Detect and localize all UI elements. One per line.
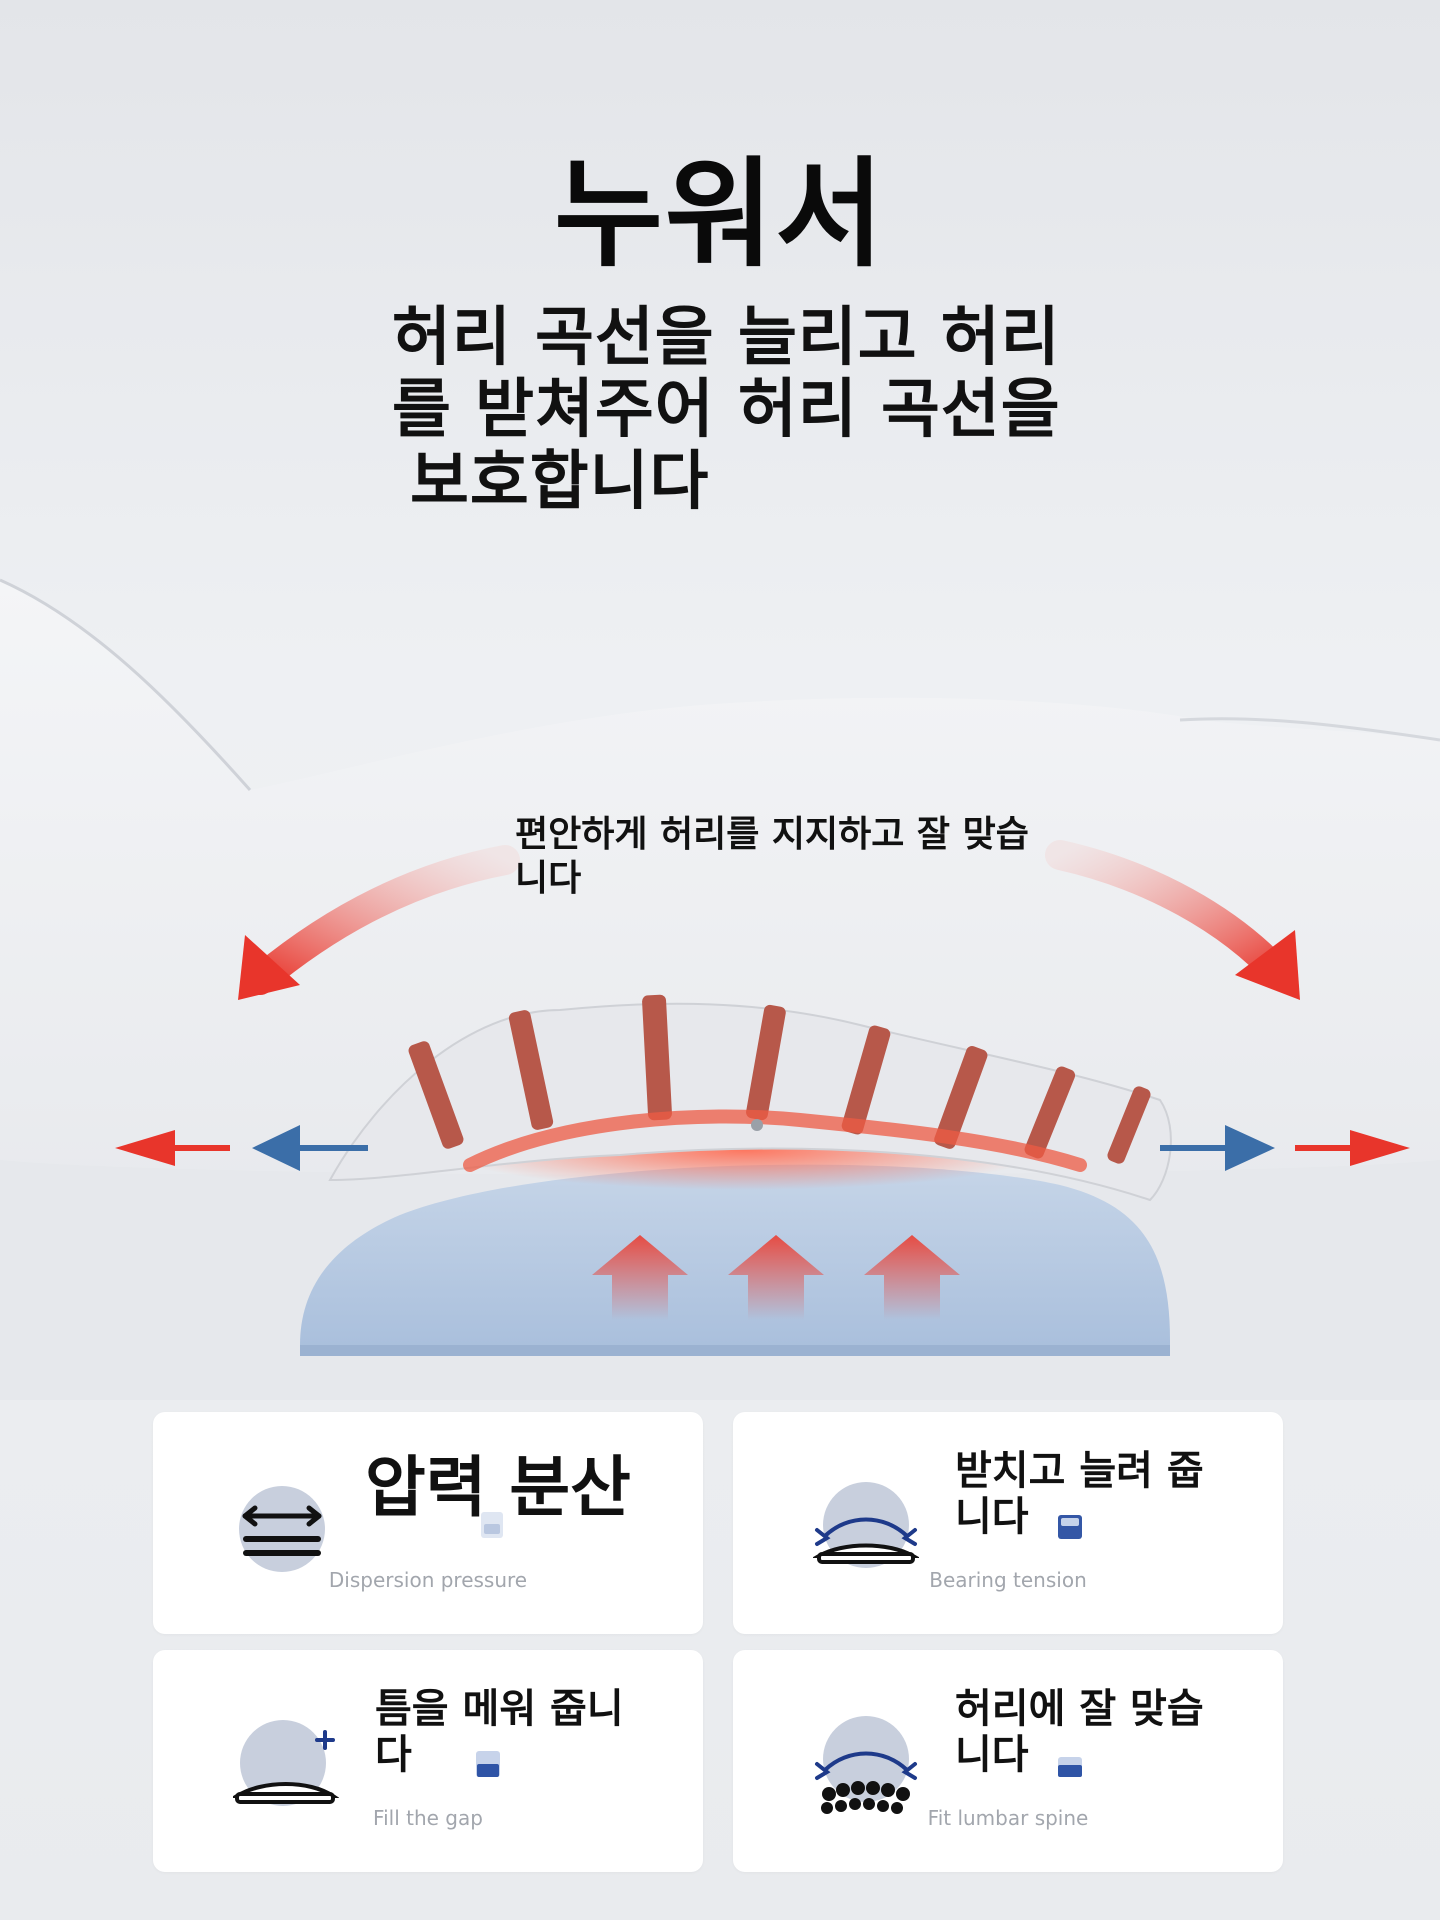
feature-caption: Dispersion pressure	[328, 1568, 528, 1592]
stretch-arrows-right	[1160, 1125, 1410, 1171]
feature-heading-line: 니다	[955, 1494, 1029, 1540]
pillow-thumbnail-icon	[1058, 1757, 1082, 1777]
feature-heading-line: 틈을 메워 줍니	[375, 1686, 624, 1732]
feature-heading-line: 다	[375, 1732, 412, 1778]
subtitle-line: 보호합니다	[410, 445, 710, 519]
pillow-thumbnail-icon	[481, 1512, 503, 1538]
pressure-dispersion-icon	[239, 1486, 325, 1572]
support-caption: 편안하게 허리를 지지하고 잘 맞습 니다	[515, 813, 1055, 901]
curved-arrow-right	[1045, 840, 1295, 990]
subtitle-line: 허리 곡선을 늘리고 허리	[392, 301, 1061, 375]
lumbar-pillow	[300, 1164, 1170, 1352]
feature-caption: Fit lumbar spine	[927, 1806, 1089, 1830]
feature-card-bearing: 받치고 늘려 줍 니다 Bearing tension	[733, 1412, 1283, 1634]
upward-support-arrows	[592, 1235, 960, 1320]
feature-card-pressure: 압력 분산 Dispersion pressure	[153, 1412, 703, 1634]
support-caption-line: 니다	[515, 858, 582, 899]
page-subtitle: 허리 곡선을 늘리고 허리 를 받쳐주어 허리 곡선을 보호합니다	[392, 302, 1082, 518]
stretch-arrows-left	[115, 1125, 368, 1171]
pillow-thumbnail-icon	[476, 1751, 500, 1777]
subtitle-line: 를 받쳐주어 허리 곡선을	[392, 373, 1061, 447]
pillow-thumbnail-icon	[1058, 1515, 1082, 1539]
feature-card-fill-gap: 틈을 메워 줍니 다 Fill the gap	[153, 1650, 703, 1872]
feature-caption: Bearing tension	[929, 1568, 1087, 1592]
feature-heading-line: 받치고 늘려 줍	[955, 1448, 1204, 1494]
feature-heading: 틈을 메워 줍니 다	[375, 1686, 624, 1778]
feature-heading-line: 허리에 잘 맞습	[955, 1686, 1204, 1732]
fit-lumbar-icon	[815, 1716, 917, 1814]
feature-heading: 허리에 잘 맞습 니다	[955, 1686, 1204, 1778]
fill-gap-icon	[233, 1720, 339, 1806]
feature-heading: 받치고 늘려 줍 니다	[955, 1448, 1204, 1540]
spine-vertebrae	[328, 994, 1172, 1202]
page-title: 누워서	[554, 145, 886, 283]
feature-heading-line: 니다	[955, 1732, 1029, 1778]
support-caption-line: 편안하게 허리를 지지하고 잘 맞습	[515, 814, 1029, 855]
curved-arrow-left	[245, 845, 520, 995]
feature-card-fit-lumbar: 허리에 잘 맞습 니다 Fit lumbar spine	[733, 1650, 1283, 1872]
bearing-tension-icon	[813, 1482, 919, 1568]
feature-caption: Fill the gap	[373, 1806, 483, 1830]
